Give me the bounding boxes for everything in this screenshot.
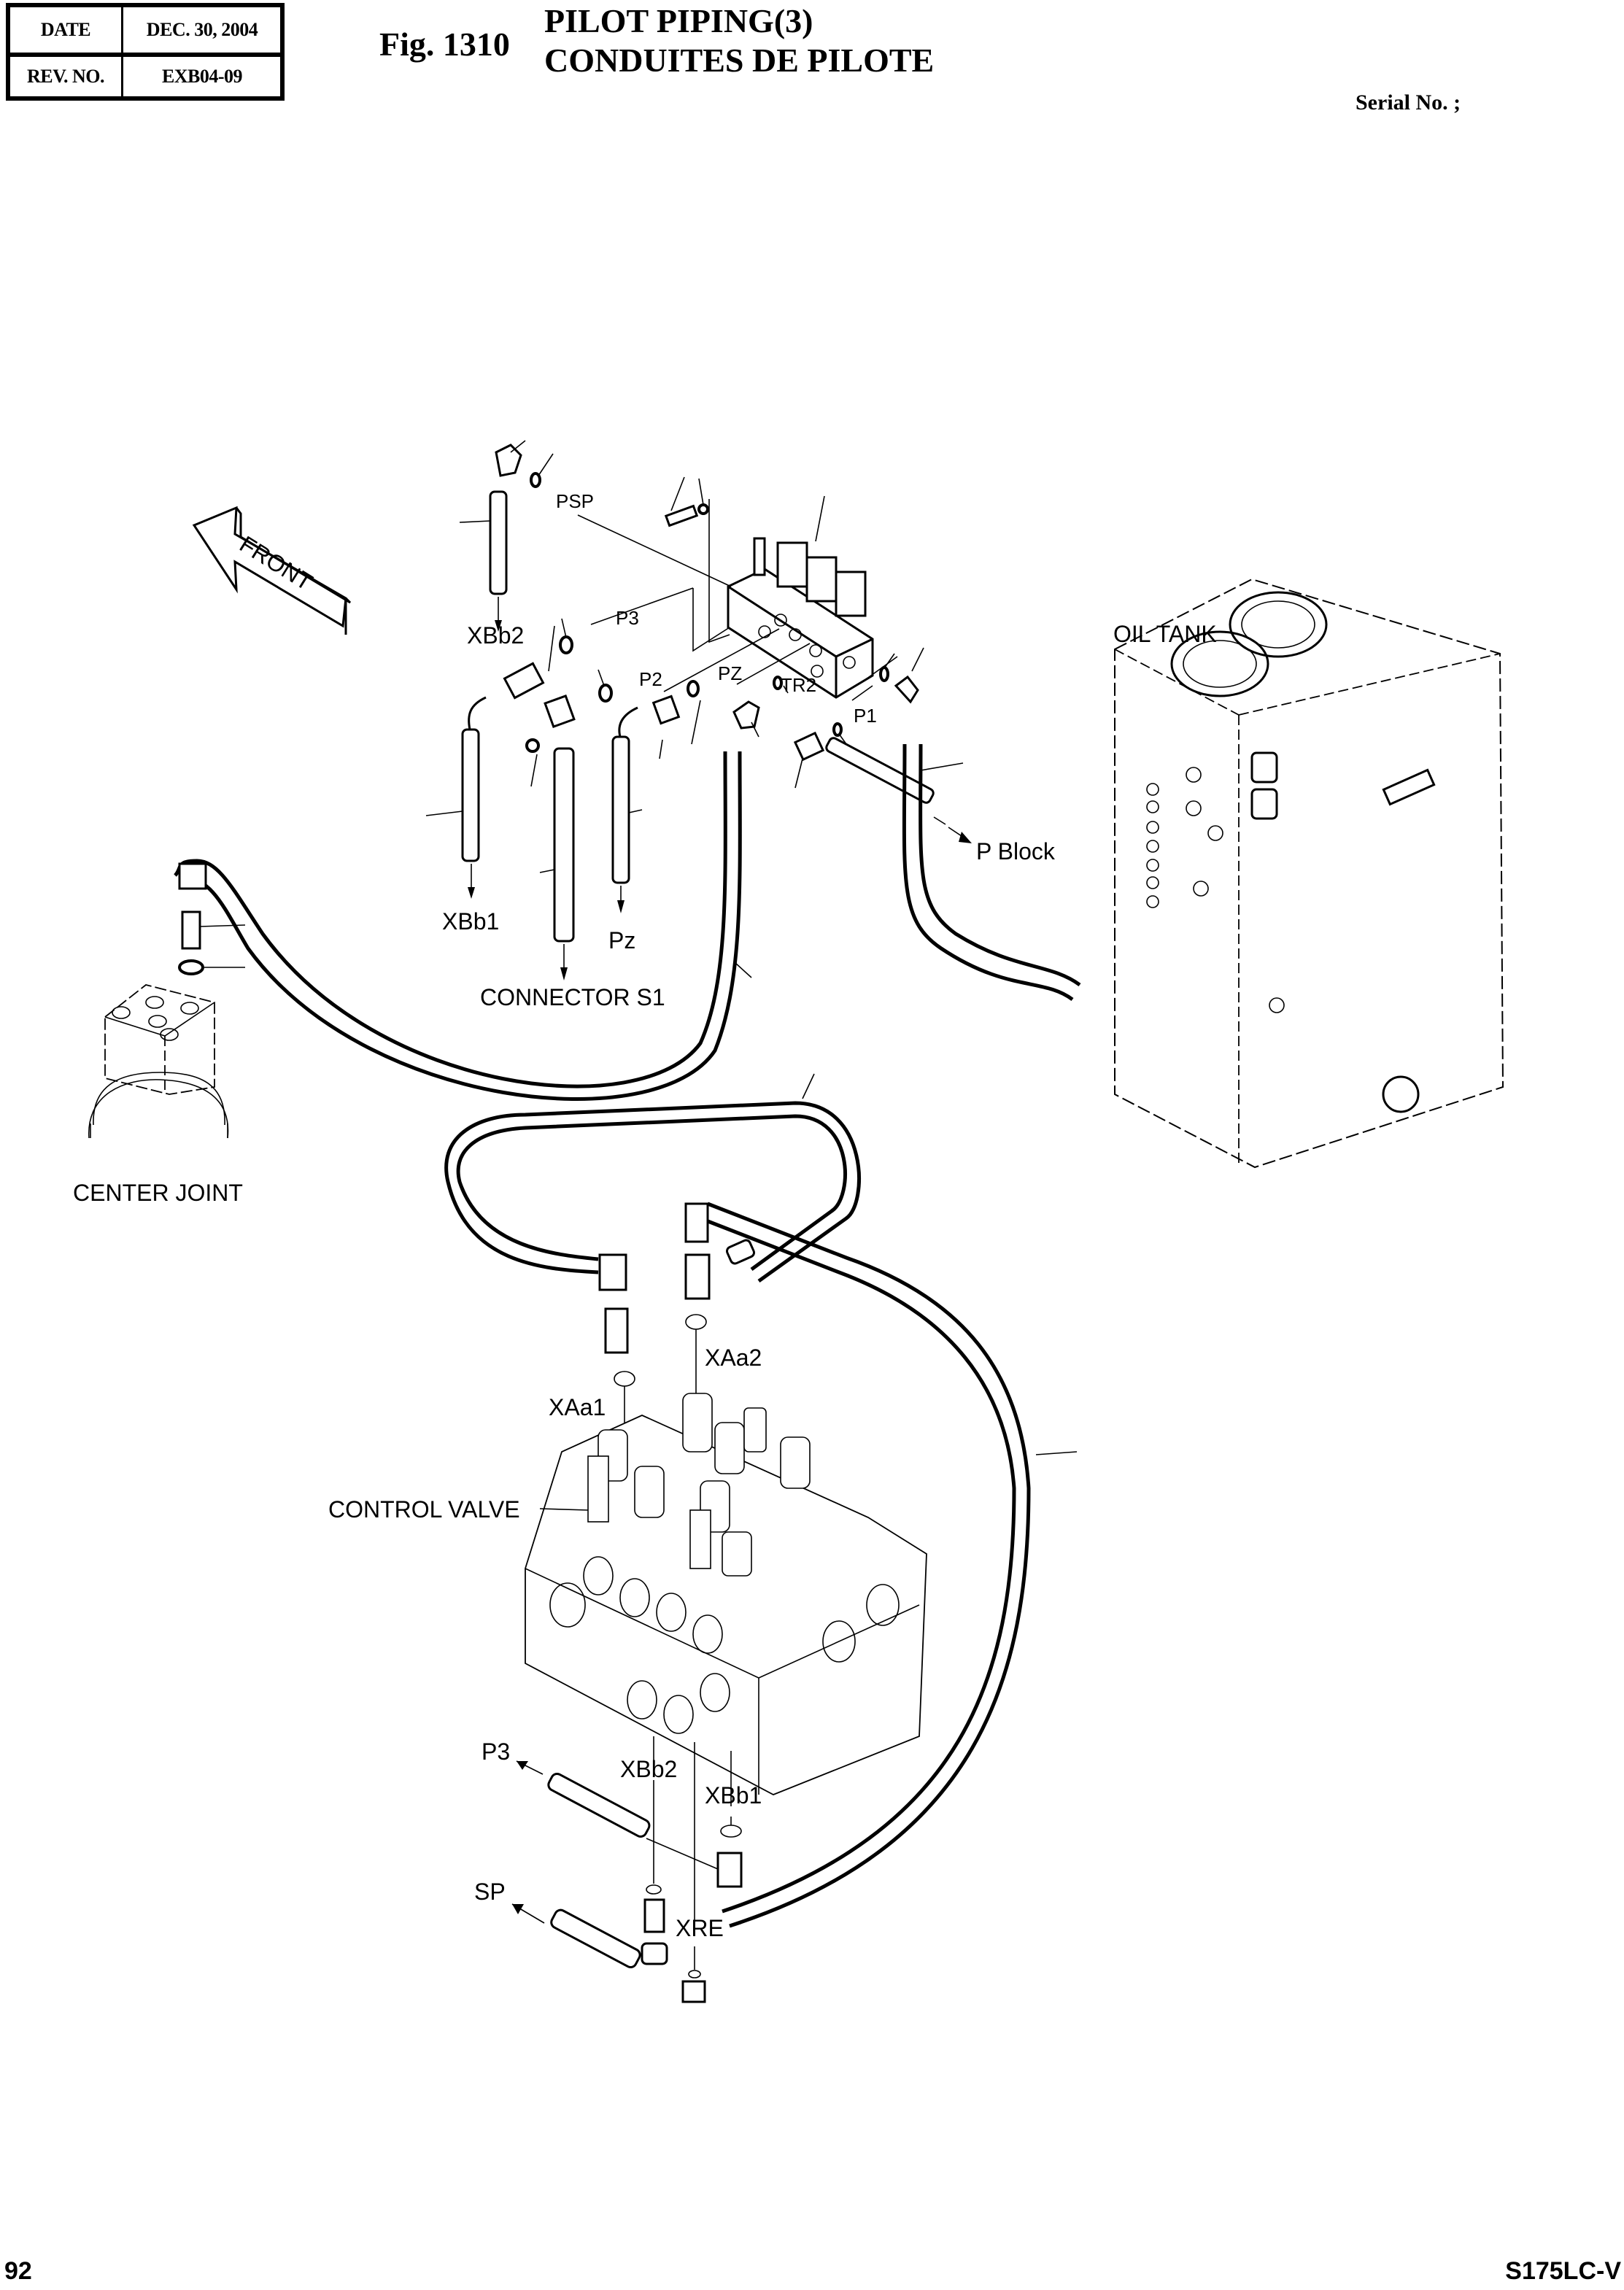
destination-xbb1: XBb1: [442, 908, 499, 935]
hose-oil-tank: [902, 743, 1081, 1002]
destination-connector-s1: CONNECTOR S1: [480, 984, 665, 1010]
serial-number-label: Serial No. ;: [1356, 90, 1461, 115]
date-label: DATE: [40, 19, 91, 40]
page-title: PILOT PIPING(3) CONDUITES DE PILOTE: [544, 1, 934, 80]
date-value: DEC. 30, 2004: [146, 19, 258, 40]
destination-xbb2: XBb2: [467, 622, 524, 649]
port-label-xre: XRE: [676, 1915, 724, 1941]
destination-p3: P3: [482, 1738, 510, 1765]
hose-pz: Pz: [608, 706, 643, 953]
destination-sp: SP: [474, 1879, 506, 1905]
hose-long-return: [700, 1202, 1078, 1928]
port-label-tr2: TR2: [781, 674, 816, 696]
port-leader-lines: [577, 514, 898, 701]
revision-table: DATE DEC. 30, 2004 REV. NO. EXB04-09: [6, 3, 285, 101]
valve-inlet-fittings: [598, 1202, 755, 1423]
port-label-p2: P2: [639, 668, 662, 690]
destination-p-block: P Block: [976, 838, 1056, 864]
pilot-manifold-block: [664, 476, 874, 699]
hose-xbb2-upper: XBb2: [459, 440, 554, 649]
title-english: PILOT PIPING(3): [544, 2, 813, 39]
title-french: CONDUITES DE PILOTE: [544, 42, 935, 79]
hose-connector-s1: CONNECTOR S1: [480, 747, 665, 1010]
page-number: 92: [4, 2257, 32, 2285]
port-label-xbb2: XBb2: [620, 1756, 677, 1782]
port-label-psp: PSP: [556, 490, 594, 512]
fittings-row: [503, 618, 924, 789]
port-label-xaa1: XAa1: [549, 1394, 606, 1420]
model-number: S175LC-V: [1505, 2257, 1621, 2285]
oil-tank: OIL TANK: [1113, 578, 1504, 1169]
figure-number: Fig. 1310: [379, 26, 510, 63]
control-valve: CONTROL VALVE: [328, 1393, 927, 1795]
rev-value: EXB04-09: [161, 66, 243, 87]
valve-lower-fittings: P3 SP: [474, 1736, 743, 2003]
hose-loop-control-valve: [444, 1073, 861, 1283]
port-label-pz: PZ: [718, 662, 742, 684]
center-joint: CENTER JOINT: [73, 862, 246, 1206]
hose-xbb1: XBb1: [425, 696, 499, 935]
port-label-p1: P1: [854, 705, 877, 727]
port-label-xaa2: XAa2: [705, 1345, 762, 1371]
table-divider: [121, 7, 123, 96]
port-label-p3: P3: [616, 607, 639, 629]
label-control-valve: CONTROL VALVE: [328, 1496, 520, 1523]
table-divider: [10, 53, 280, 57]
label-oil-tank: OIL TANK: [1113, 621, 1217, 647]
destination-pz: Pz: [608, 927, 635, 953]
label-center-joint: CENTER JOINT: [73, 1180, 243, 1206]
port-label-xbb1: XBb1: [705, 1782, 762, 1809]
p-block-line: P Block: [825, 737, 1056, 864]
front-arrow-icon: FRONT: [192, 506, 352, 635]
rev-label: REV. NO.: [26, 66, 105, 87]
